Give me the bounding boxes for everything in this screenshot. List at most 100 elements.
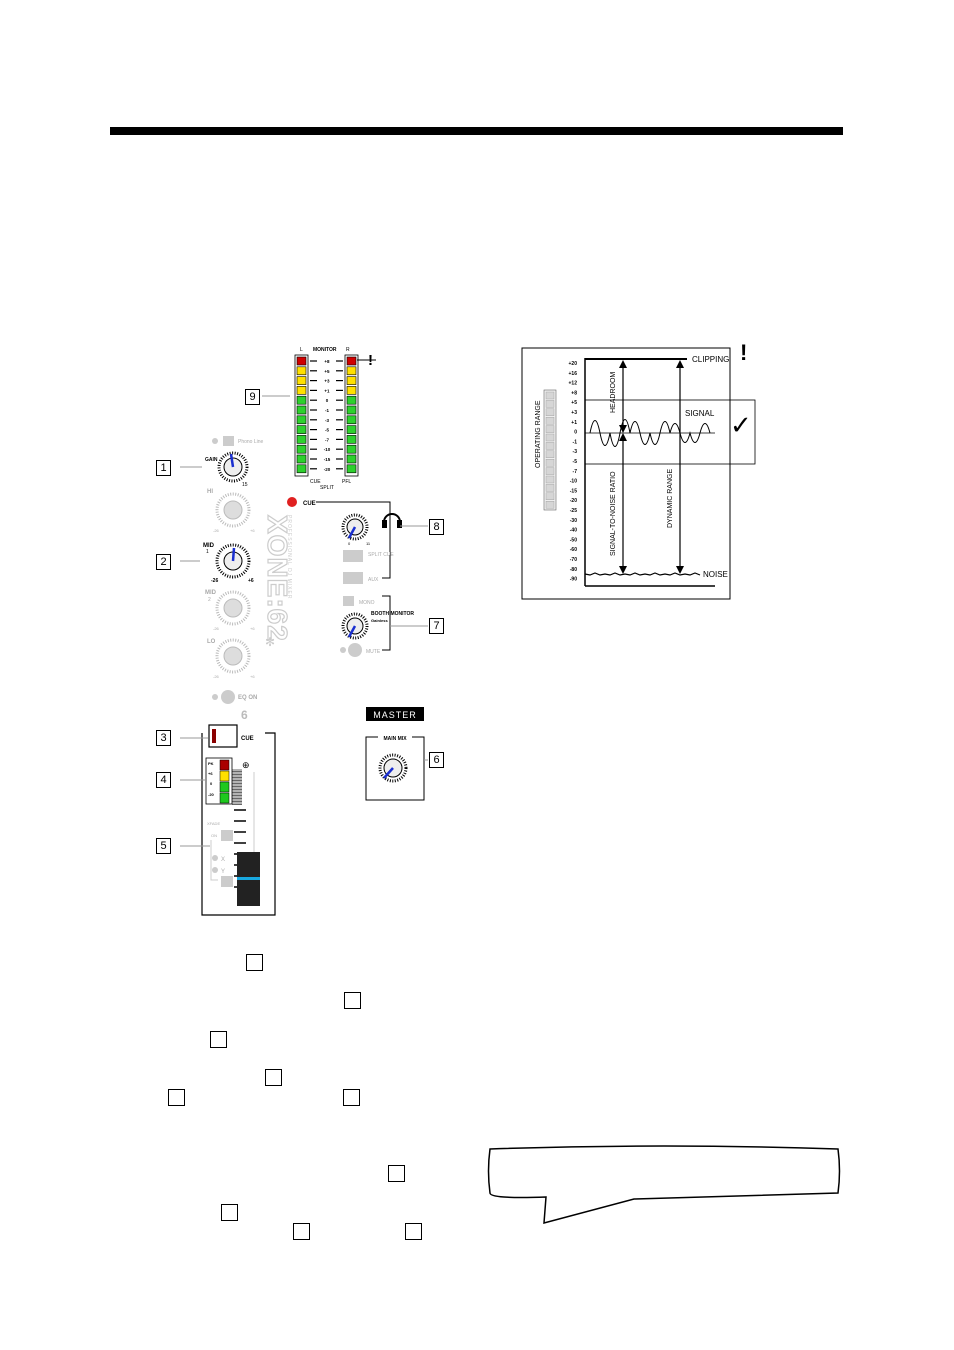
channel-cue-label: CUE [241, 736, 254, 742]
meter-led-left [296, 376, 307, 385]
headphone-level-knob[interactable] [341, 513, 369, 541]
mid2-label: MID [205, 590, 217, 596]
diagram-scale-label: -10 [570, 479, 577, 485]
hi-min-label: -26 [213, 528, 220, 533]
signal-level-diagram: +20+16+12+8+5+3+10-1-3-5-7-10-15-20-25-3… [521, 340, 756, 600]
monitor-meter: L MONITOR R +8+5+3+10-1-3-5-7-10-15-20 C… [294, 347, 376, 491]
xfade-on-button[interactable] [221, 830, 233, 841]
callout-4: 4 [156, 772, 171, 788]
headphone-max-label: 11 [366, 541, 371, 546]
diagram-scale-label: -40 [570, 528, 577, 534]
master-header: MASTER [373, 710, 417, 720]
diagram-scale-label: -80 [570, 567, 577, 573]
mid2-max-label: +6 [250, 626, 255, 631]
mid1-min-label: -26 [211, 578, 218, 584]
meter-led-left [296, 464, 307, 474]
meter-led-right [346, 405, 357, 415]
channel-cue-button[interactable] [208, 724, 238, 748]
callout-9: 9 [245, 389, 260, 405]
meter-led-right [346, 376, 357, 385]
channel-fader-knob[interactable] [237, 852, 260, 906]
callout-1: 1 [156, 460, 171, 476]
snr-label: SIGNAL-TO-NOISE RATIO [610, 471, 617, 556]
meter-led-left [296, 386, 307, 395]
callout-3: 3 [156, 730, 171, 746]
ref-box [168, 1089, 185, 1106]
diagram-scale-label: +20 [569, 361, 578, 367]
channel-number: 6 [241, 708, 248, 722]
mini-meter-6-label: +6 [208, 771, 213, 776]
diagram-scale-label: -30 [570, 518, 577, 524]
callout-5: 5 [156, 838, 171, 854]
ref-box [388, 1165, 405, 1182]
clipping-label: CLIPPING [692, 355, 729, 364]
meter-led-left [296, 366, 307, 376]
mid1-eq-knob[interactable]: MID 1 -26 +6 [203, 543, 254, 584]
brand-star-icon: ✻ [265, 635, 275, 649]
headphone-min-label: 0 [348, 541, 351, 546]
mid2-eq-knob[interactable]: MID 2 -26 +6 [205, 590, 255, 631]
lo-min-label: -26 [213, 674, 220, 679]
aux-button[interactable]: AUX [343, 572, 379, 584]
lo-max-label: +6 [250, 674, 255, 679]
mixer-channel-illustration: L MONITOR R +8+5+3+10-1-3-5-7-10-15-20 C… [180, 347, 428, 916]
mini-meter-pk-label: PK [208, 761, 214, 766]
meter-scale-label: -15 [324, 457, 331, 462]
ref-box [405, 1223, 422, 1240]
meter-led-right [346, 454, 357, 464]
meter-led-right [346, 415, 357, 425]
fader-plus-icon: ⊕ [242, 760, 250, 770]
mid1-number: 1 [206, 549, 209, 555]
speech-bubble [487, 1145, 841, 1224]
meter-led-right [346, 425, 357, 434]
brand-text: XONE:62 [262, 515, 293, 642]
callout-8: 8 [429, 519, 444, 535]
diagram-scale-label: +1 [571, 420, 577, 426]
split-cue-button[interactable]: SPLIT CUE [343, 550, 394, 562]
mid2-number: 2 [208, 597, 211, 603]
meter-scale-label: +1 [324, 388, 330, 393]
aux-label: AUX [368, 577, 379, 583]
meter-led-right [346, 395, 357, 405]
mono-button[interactable]: MONO [343, 596, 375, 606]
hi-eq-knob[interactable]: HI -26 +6 [207, 489, 255, 533]
ref-box [265, 1069, 282, 1086]
meter-led-left [296, 444, 307, 454]
ref-box [246, 954, 263, 971]
diagram-scale-label: -5 [573, 459, 578, 465]
lo-eq-knob[interactable]: LO -26 +6 [207, 638, 255, 679]
diagram-scale-label: +5 [571, 400, 577, 406]
headphone-section: CUE 0 11 SPLIT CUE AUX [287, 497, 402, 584]
eq-on-button[interactable]: EQ ON [212, 690, 257, 704]
meter-led-right [346, 435, 357, 444]
booth-level-knob[interactable] [341, 612, 369, 640]
booth-gainless-label: Gainless [371, 618, 388, 623]
mini-meter-0-label: 0 [210, 781, 213, 786]
diagram-scale-label: +8 [571, 390, 577, 396]
meter-cue-label: CUE [310, 479, 321, 485]
diagram-scale-label: -7 [573, 469, 578, 475]
diagram-scale-label: -60 [570, 547, 577, 553]
meter-led-right [346, 444, 357, 454]
gain-knob[interactable] [217, 451, 249, 483]
gain-section: Phono Line GAIN 15 [205, 436, 264, 488]
meter-split-label: SPLIT [320, 485, 334, 491]
meter-scale-label: -10 [324, 447, 331, 452]
xfade-assign-button[interactable] [221, 876, 233, 887]
dynamic-range-label: DYNAMIC RANGE [667, 469, 674, 528]
ref-box [210, 1031, 227, 1048]
meter-led-left [296, 356, 307, 366]
meter-led-right [346, 356, 357, 366]
xfade-on-label: ON [211, 833, 217, 838]
hi-label: HI [207, 489, 213, 495]
master-section: MASTER MAIN MIX [365, 707, 425, 801]
booth-monitor-label: BOOTH MONITOR [371, 611, 414, 617]
diagram-scale-label: -50 [570, 537, 577, 543]
meter-led-left [296, 454, 307, 464]
meter-pfl-label: PFL [342, 479, 351, 485]
mute-button[interactable]: MUTE [340, 643, 381, 657]
clipping-warning-icon: ! [740, 340, 747, 365]
cue-led [287, 497, 297, 507]
diagram-scale-label: -15 [570, 488, 577, 494]
main-mix-knob[interactable] [378, 753, 408, 783]
